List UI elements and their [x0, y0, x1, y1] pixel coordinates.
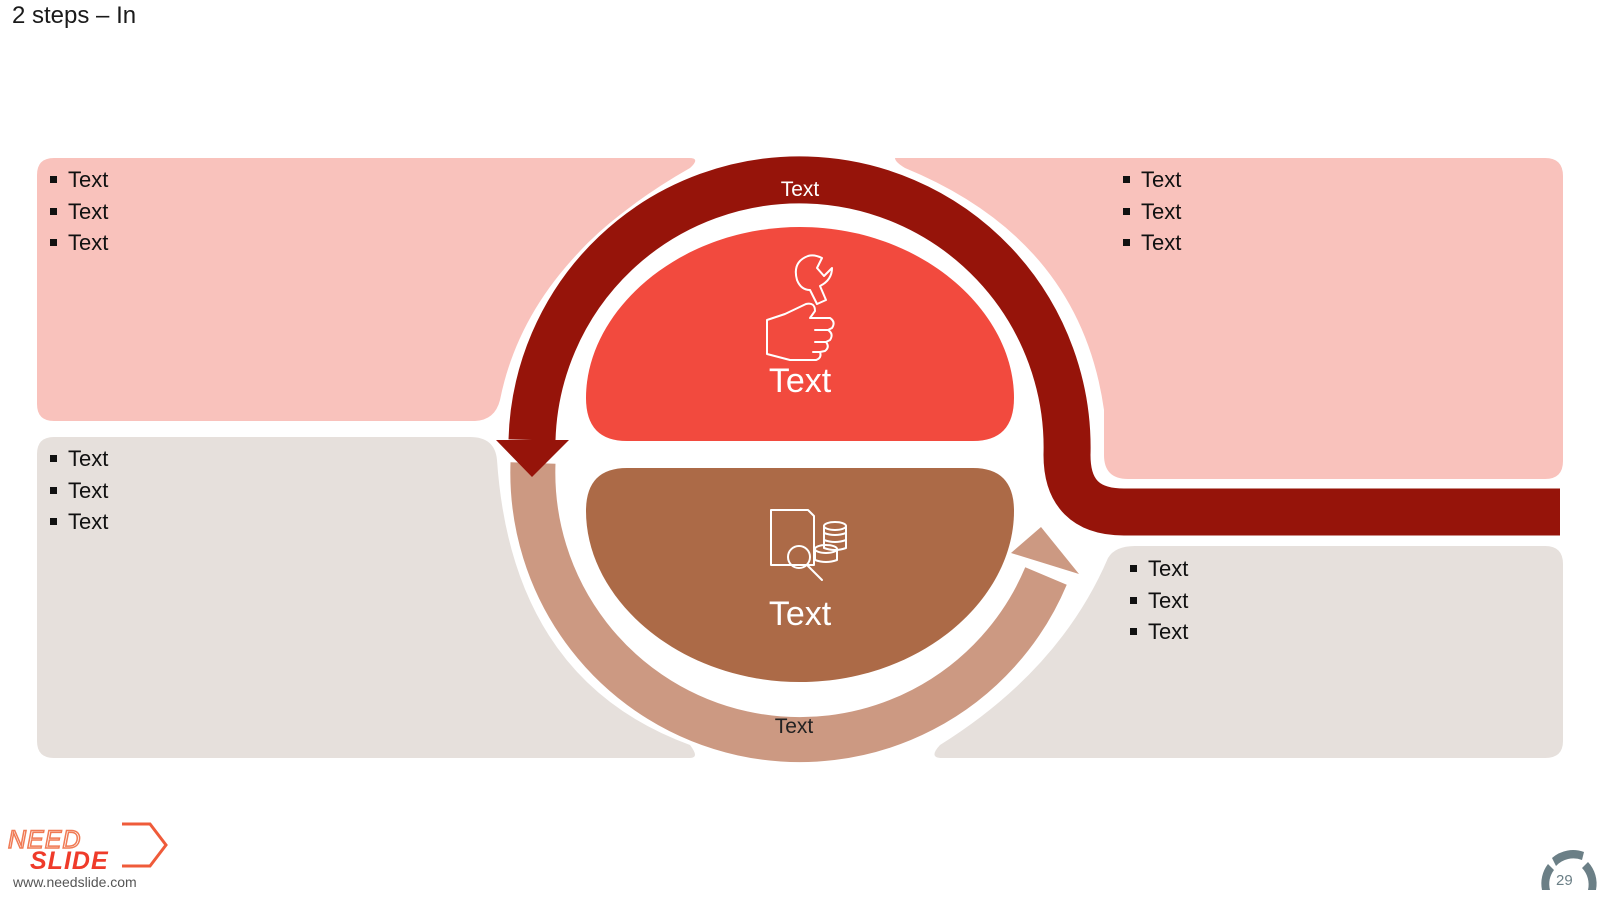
bottom-arrow-label: Text [775, 715, 814, 738]
document-search-coins-icon [770, 509, 847, 581]
circular-arrows-icon [1541, 850, 1597, 890]
logo-text-need: NEED [8, 826, 81, 854]
list-item: Text [1123, 196, 1181, 228]
bottom-cycle-arrow [510, 462, 1067, 763]
top-arrow-head [496, 440, 569, 477]
panel-top-left [37, 158, 696, 421]
list-item: Text [1130, 553, 1188, 585]
list-item: Text [1123, 164, 1181, 196]
wrench-hand-icon [766, 254, 835, 361]
panel-bottom-left [37, 437, 695, 758]
list-item: Text [1130, 616, 1188, 648]
panel-bottom-right-bullets: Text Text Text [1130, 553, 1188, 648]
panel-bottom-left-bullets: Text Text Text [50, 443, 108, 538]
list-item: Text [1123, 227, 1181, 259]
list-item: Text [50, 164, 108, 196]
step2-shape [586, 468, 1014, 682]
list-item: Text [50, 506, 108, 538]
top-arrow-label: Text [781, 178, 820, 201]
step1-label: Text [769, 362, 832, 400]
step1-shape [586, 227, 1014, 441]
list-item: Text [50, 443, 108, 475]
list-item: Text [50, 227, 108, 259]
list-item: Text [50, 475, 108, 507]
footer-url: www.needslide.com [13, 874, 137, 890]
logo-text-slide: SLIDE [30, 847, 109, 875]
list-item: Text [1130, 585, 1188, 617]
panel-top-right [895, 158, 1563, 479]
slide-title: 2 steps – In [12, 2, 137, 29]
page-number: 29 [1556, 872, 1573, 889]
top-cycle-arrow [508, 156, 1560, 536]
panel-bottom-right [934, 546, 1563, 758]
panel-top-right-bullets: Text Text Text [1123, 164, 1181, 259]
panel-top-left-bullets: Text Text Text [50, 164, 108, 259]
needslide-logo: NEED SLIDE [7, 822, 168, 875]
bottom-arrow-head [1011, 527, 1079, 574]
list-item: Text [50, 196, 108, 228]
step2-label: Text [769, 595, 832, 633]
